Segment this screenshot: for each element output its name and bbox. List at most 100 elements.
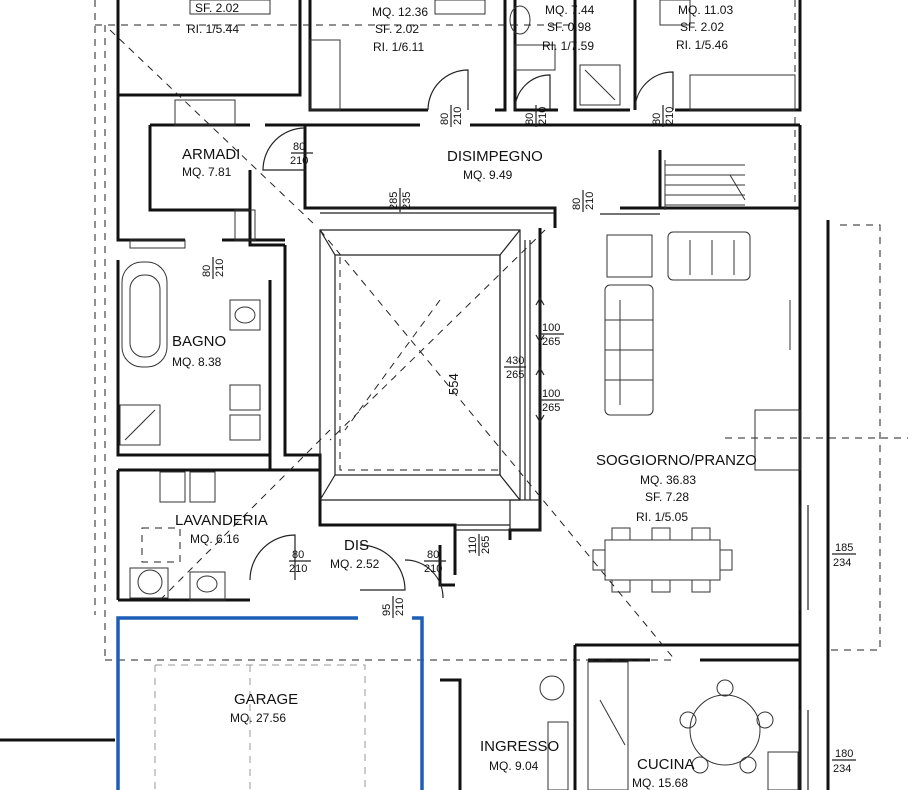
- window-w3: 100 265: [540, 388, 564, 414]
- garage-highlight: [116, 616, 424, 790]
- room-disimpegno: DISIMPEGNO MQ. 9.49: [447, 148, 543, 182]
- door-height: 235: [401, 192, 413, 210]
- door-d3: 80 210: [651, 105, 676, 127]
- door-width: 95: [381, 604, 393, 616]
- room-info-line: MQ. 9.49: [463, 168, 513, 182]
- room-name: CUCINA: [637, 756, 695, 773]
- door-height: 210: [394, 598, 406, 616]
- door-height: 210: [664, 107, 676, 125]
- window-width: 185: [835, 542, 853, 554]
- door-width: 80: [427, 549, 439, 561]
- window-width: 430: [506, 355, 524, 367]
- door-d4: 80 210: [290, 141, 313, 167]
- window-w4: 185 234: [832, 542, 856, 569]
- room-top1: SF. 2.02 RI. 1/5.44: [187, 1, 239, 36]
- window-w5: 180 234: [832, 748, 856, 775]
- room-info-line: SF. 2.02: [195, 1, 239, 15]
- room-labels: SF. 2.02 RI. 1/5.44 MQ. 12.36 SF. 2.02 R…: [172, 1, 757, 790]
- door-d7: 80 210: [201, 257, 226, 279]
- room-name: ARMADI: [182, 146, 240, 163]
- window-height: 265: [506, 369, 524, 381]
- room-info-line: MQ. 27.56: [230, 711, 286, 725]
- room-top3: MQ. 7.44 SF. 0.98 RI. 1/7.59: [542, 3, 595, 53]
- dimension-label: 554: [446, 373, 461, 395]
- door-width: 80: [293, 141, 305, 153]
- room-cucina: CUCINA MQ. 15.68: [632, 756, 695, 790]
- room-info-line: RI. 1/5.44: [187, 22, 239, 36]
- door-width: 80: [651, 113, 663, 125]
- courtyard: [319, 229, 545, 531]
- door-height: 265: [480, 536, 492, 554]
- door-height: 210: [290, 155, 308, 167]
- room-dis: DIS MQ. 2.52: [330, 537, 380, 571]
- door-height: 210: [452, 107, 464, 125]
- walls: [0, 0, 830, 790]
- room-ingresso: INGRESSO MQ. 9.04: [480, 738, 559, 773]
- room-name: SOGGIORNO/PRANZO: [596, 452, 757, 469]
- door-width: 80: [292, 549, 304, 561]
- courtyard-dimension: 554: [446, 373, 461, 395]
- window-w2: 430 265: [504, 355, 526, 381]
- door-width: 285: [388, 192, 400, 210]
- room-garage: GARAGE MQ. 27.56: [230, 691, 298, 725]
- door-height: 210: [537, 107, 549, 125]
- room-info-line: SF. 2.02: [375, 22, 419, 36]
- door-d11: 110 265: [467, 534, 492, 556]
- room-info-line: MQ. 15.68: [632, 776, 688, 790]
- room-info-line: MQ. 36.83: [640, 473, 696, 487]
- door-width: 80: [439, 113, 451, 125]
- room-info-line: MQ. 2.52: [330, 557, 380, 571]
- room-info-line: SF. 7.28: [645, 490, 689, 504]
- door-width: 80: [524, 113, 536, 125]
- furniture: [119, 0, 801, 790]
- room-name: DISIMPEGNO: [447, 148, 543, 165]
- room-name: DIS: [344, 537, 369, 554]
- room-top2: MQ. 12.36 SF. 2.02 RI. 1/6.11: [372, 5, 428, 54]
- window-height: 265: [542, 336, 560, 348]
- room-info-line: RI. 1/5.46: [676, 38, 728, 52]
- room-info-line: RI. 1/5.05: [636, 510, 688, 524]
- room-info-line: RI. 1/7.59: [542, 39, 594, 53]
- room-soggiorno: SOGGIORNO/PRANZO MQ. 36.83 SF. 7.28 RI. …: [596, 452, 757, 524]
- window-openings: [320, 207, 809, 790]
- door-d1: 80 210: [439, 105, 464, 127]
- window-dimensions: 100 265 430 265 100 265 185 234 180 234: [504, 322, 856, 775]
- room-info-line: MQ. 8.38: [172, 355, 222, 369]
- door-height: 210: [289, 563, 307, 575]
- room-name: BAGNO: [172, 333, 226, 350]
- room-name: LAVANDERIA: [175, 512, 268, 529]
- door-height: 210: [214, 259, 226, 277]
- door-height: 210: [584, 192, 596, 210]
- dashed-outlines: [94, 0, 908, 661]
- door-height: 210: [424, 563, 442, 575]
- door-width: 80: [571, 198, 583, 210]
- window-height: 234: [833, 557, 851, 569]
- window-height: 265: [542, 402, 560, 414]
- room-top4: MQ. 11.03 SF. 2.02 RI. 1/5.46: [676, 3, 733, 52]
- window-width: 100: [542, 388, 560, 400]
- room-info-line: MQ. 9.04: [489, 759, 539, 773]
- door-swings: [249, 69, 674, 599]
- room-name: INGRESSO: [480, 738, 559, 755]
- room-name: GARAGE: [234, 691, 298, 708]
- room-info-line: MQ. 7.44: [545, 3, 595, 17]
- door-width: 110: [467, 536, 479, 554]
- door-d2: 80 210: [524, 105, 549, 127]
- window-width: 100: [542, 322, 560, 334]
- room-lavanderia: LAVANDERIA MQ. 6.16: [175, 512, 268, 546]
- door-d9: 80 210: [424, 549, 446, 575]
- room-info-line: MQ. 12.36: [372, 5, 428, 19]
- room-bagno: BAGNO MQ. 8.38: [172, 333, 226, 369]
- room-info-line: RI. 1/6.11: [373, 40, 424, 54]
- room-info-line: SF. 2.02: [680, 20, 724, 34]
- door-d8: 80 210: [289, 549, 311, 575]
- room-info-line: MQ. 11.03: [678, 3, 733, 17]
- window-width: 180: [835, 748, 853, 760]
- door-d5: 285 235: [388, 188, 413, 212]
- door-dimensions: 80 210 80 210 80 210 285 235 80 210 80 2…: [201, 105, 676, 618]
- window-height: 234: [833, 763, 851, 775]
- window-w1: 100 265: [540, 322, 564, 348]
- door-width: 80: [201, 265, 213, 277]
- room-info-line: MQ. 6.16: [190, 532, 240, 546]
